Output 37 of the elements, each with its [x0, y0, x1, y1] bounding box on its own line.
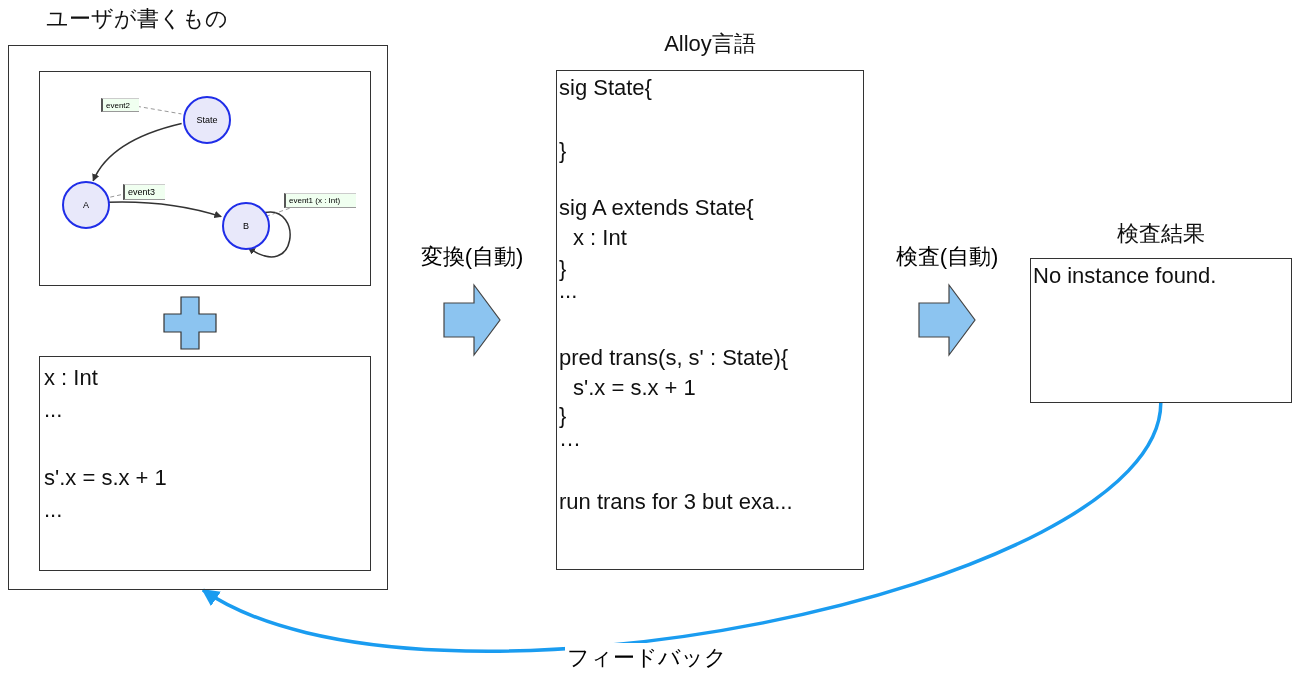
code-line: sig A extends State{	[559, 195, 754, 221]
state-circle	[222, 202, 270, 250]
code-line: }	[559, 403, 567, 429]
event-tag	[123, 184, 165, 200]
block-arrow	[918, 283, 976, 357]
state-diagram-panel	[39, 71, 371, 286]
feedback-arrow	[201, 402, 1163, 653]
panel-heading: Alloy言語	[664, 30, 756, 58]
code-line: ...	[44, 497, 63, 523]
code-line: pred trans(s, s' : State){	[559, 345, 789, 371]
event-label: event3	[128, 187, 156, 197]
arrow	[107, 201, 222, 219]
state-name: State	[196, 115, 218, 125]
code-line: x : Int	[44, 365, 98, 391]
event-tag	[101, 98, 139, 112]
event-label: event2	[106, 100, 131, 110]
code-line: sig State{	[559, 75, 652, 101]
code-line: x : Int	[573, 225, 627, 251]
state-name: B	[243, 221, 249, 231]
event-label: event1 (x : Int)	[289, 196, 341, 205]
state-circle	[62, 181, 110, 229]
code-line: s'.x = s.x + 1	[573, 375, 696, 401]
code-line: run trans for 3 but exa...	[559, 489, 793, 515]
panel-heading: ユーザが書くもの	[46, 5, 228, 33]
event-tag	[284, 193, 356, 208]
code-box	[39, 356, 371, 571]
arrow	[247, 211, 291, 258]
block-arrow	[443, 283, 501, 357]
state-circle	[183, 96, 231, 144]
code-line: s'.x = s.x + 1	[44, 465, 167, 491]
leader-line	[136, 105, 182, 115]
code-line: ...	[44, 397, 63, 423]
panel-heading: 検査結果	[1117, 220, 1205, 248]
arrow	[92, 122, 183, 182]
state-name: A	[83, 200, 89, 210]
result-text: No instance found.	[1033, 263, 1217, 289]
code-line: }	[559, 138, 567, 164]
